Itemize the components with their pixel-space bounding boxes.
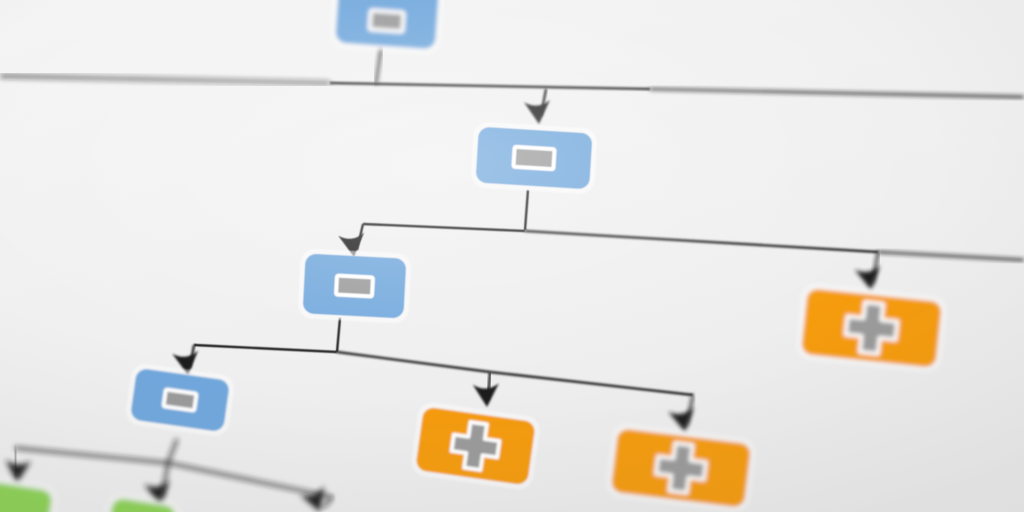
tree-node-group-leaf-1 xyxy=(0,477,57,512)
tree-leaf-node-leaf-1[interactable] xyxy=(0,481,53,512)
connector-line xyxy=(193,343,338,354)
tree-node-group-child-1-1-3 xyxy=(606,424,756,512)
connector-line xyxy=(362,222,526,233)
arrowhead-icon xyxy=(5,459,32,483)
collapse-minus-icon xyxy=(511,144,557,172)
connector-line xyxy=(0,74,331,85)
connector-layer xyxy=(0,47,1024,512)
expand-plus-icon xyxy=(843,300,900,356)
connector-line xyxy=(877,250,1024,262)
tree-leaf-node-leaf-2[interactable] xyxy=(107,497,176,512)
arrowhead-icon xyxy=(299,485,325,512)
tree-node-group-leaf-2 xyxy=(103,493,181,512)
connector-line xyxy=(374,47,383,85)
tree-node-group-root xyxy=(330,0,444,54)
node-layer xyxy=(0,0,947,512)
collapse-minus-icon xyxy=(161,387,199,413)
collapse-minus-icon xyxy=(334,273,375,299)
connector-line xyxy=(524,229,879,254)
connector-line xyxy=(489,370,694,397)
connector-line xyxy=(336,350,491,374)
tree-node-group-child-1-1 xyxy=(298,248,411,324)
tree-node-group-child-1 xyxy=(470,122,598,194)
tree-node-group-child-1-2 xyxy=(796,284,947,372)
connector-line xyxy=(323,496,333,508)
expand-plus-icon xyxy=(654,441,708,495)
expand-plus-icon xyxy=(449,420,502,472)
arrowhead-icon xyxy=(854,265,881,290)
arrowhead-icon xyxy=(668,407,694,432)
tree-node-group-child-1-1-2 xyxy=(411,402,540,490)
connector-line xyxy=(335,317,342,353)
arrowhead-icon xyxy=(524,99,550,124)
tree-node-group-child-1-1-1 xyxy=(126,364,234,436)
arrowhead-icon xyxy=(143,480,170,505)
connector-line xyxy=(523,189,530,231)
collapse-minus-icon xyxy=(367,8,406,34)
connector-line xyxy=(14,446,333,499)
connector-line xyxy=(329,81,651,91)
arrowhead-icon xyxy=(338,232,365,257)
connector-line xyxy=(649,87,1024,99)
arrowhead-icon xyxy=(172,350,199,375)
arrowhead-icon xyxy=(472,383,499,407)
